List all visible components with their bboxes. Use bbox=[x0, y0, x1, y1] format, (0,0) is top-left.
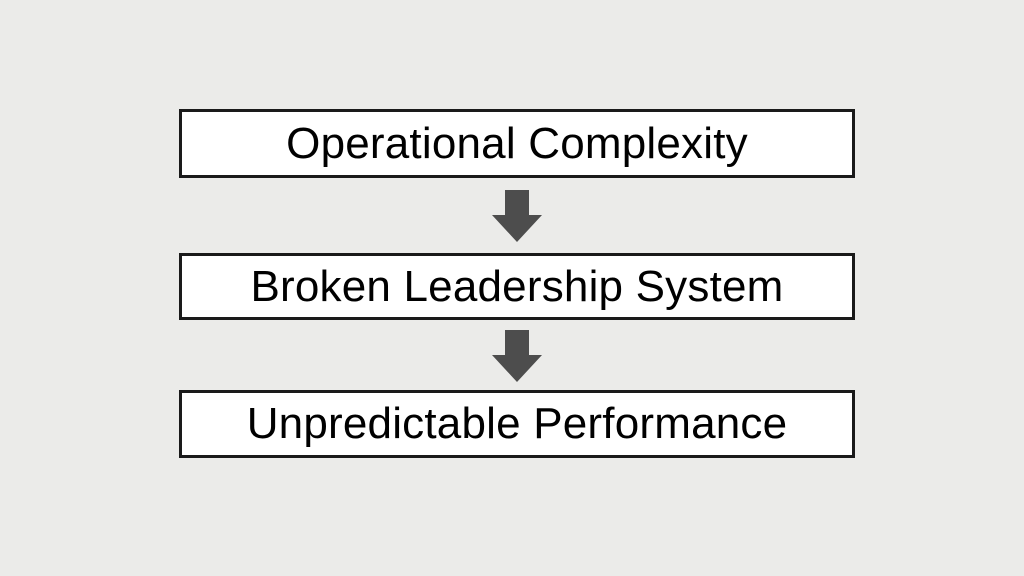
flow-node-label: Unpredictable Performance bbox=[246, 399, 788, 448]
down-arrow-icon bbox=[492, 330, 542, 382]
flow-node-unpredictable-performance: Unpredictable Performance bbox=[179, 390, 855, 458]
flow-node-label: Operational Complexity bbox=[286, 118, 748, 168]
flow-diagram: Operational Complexity Broken Leadership… bbox=[179, 109, 855, 458]
down-arrow-icon bbox=[492, 190, 542, 242]
flow-node-operational-complexity: Operational Complexity bbox=[179, 109, 855, 178]
flow-node-broken-leadership-system: Broken Leadership System bbox=[179, 253, 855, 320]
flow-node-label: Broken Leadership System bbox=[250, 261, 784, 311]
